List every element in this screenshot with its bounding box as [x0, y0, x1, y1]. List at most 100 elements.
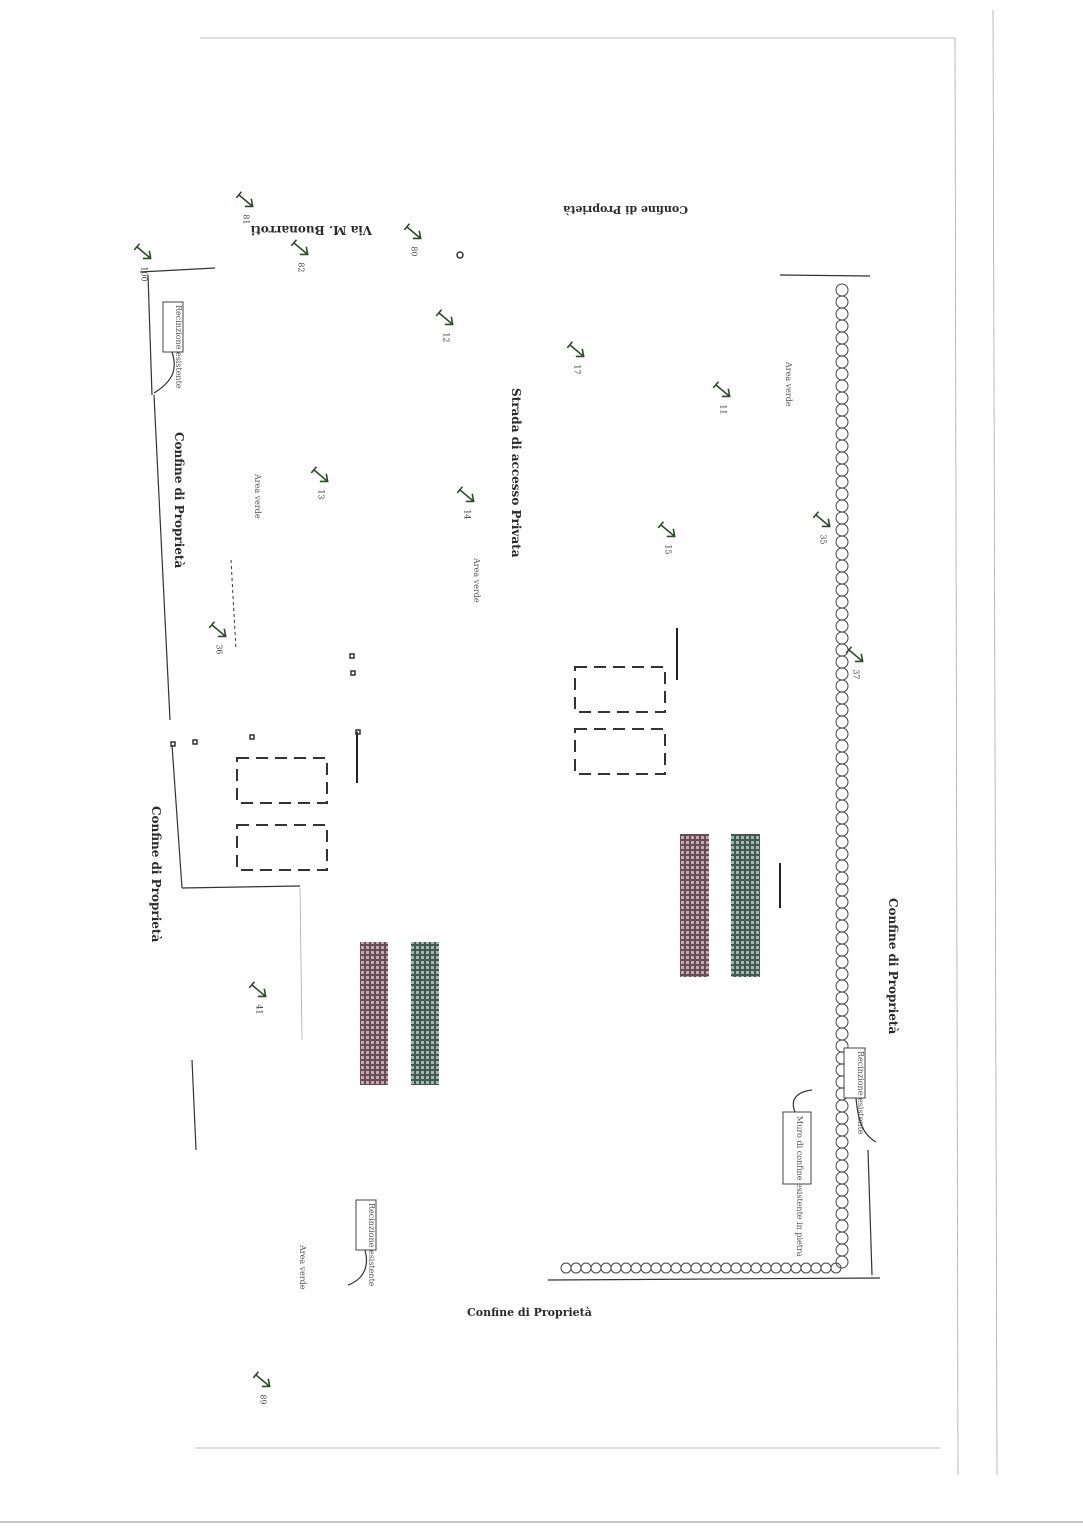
hedge-segment — [835, 859, 849, 873]
hedge-segment — [835, 1207, 849, 1221]
sheet-right-edge — [954, 37, 959, 1476]
parking-space — [574, 666, 666, 713]
tree-symbol: 11 — [712, 381, 731, 415]
hedge-segment — [670, 1262, 682, 1274]
hedge-segment — [835, 307, 849, 321]
tree-number: 35 — [818, 534, 827, 544]
hedge-segment — [835, 1135, 849, 1149]
hedge-segment — [570, 1262, 582, 1274]
hedge-segment — [620, 1262, 632, 1274]
hedge-segment — [790, 1262, 802, 1274]
hedge-segment — [835, 1255, 849, 1269]
recinzione-box: Recinzione esistente — [347, 1199, 377, 1287]
hedge-right — [835, 283, 849, 1269]
hedge-segment — [835, 355, 849, 369]
tree-number: 17 — [572, 364, 581, 374]
tree-symbols: 100 81 82 80 12 17 11 13 14 15 35 36 37 41 89 — [133, 191, 864, 1405]
hedge-segment — [835, 763, 849, 777]
recinzione-label: Recinzione esistente — [856, 1051, 865, 1135]
hedge-segment — [730, 1262, 742, 1274]
hedge-segment — [835, 643, 849, 657]
hedge-segment — [750, 1262, 762, 1274]
hedge-segment — [835, 847, 849, 861]
hedge-segment — [780, 1262, 792, 1274]
hedge-segment — [835, 319, 849, 333]
hedge-segment — [835, 379, 849, 393]
hedge-segment — [835, 943, 849, 957]
hedge-segment — [835, 691, 849, 705]
hedge-segment — [835, 799, 849, 813]
tree-symbol: 80 — [403, 223, 422, 257]
hedge-segment — [835, 1195, 849, 1209]
tree-number: 36 — [214, 644, 223, 654]
hedge-segment — [835, 1111, 849, 1125]
recinzione-box: Recinzione esistente — [153, 301, 184, 394]
hedge-segment — [610, 1262, 622, 1274]
hedge-segment — [835, 787, 849, 801]
tree-number: 37 — [851, 669, 860, 679]
hedge-segment — [835, 1231, 849, 1245]
tree-number: 41 — [254, 1004, 263, 1014]
hedge-segment — [835, 823, 849, 837]
hedge-segment — [835, 895, 849, 909]
solar-panels — [360, 834, 760, 1085]
tree-symbol: 17 — [566, 341, 585, 375]
hedge-segment — [835, 835, 849, 849]
tree-symbol: 100 — [133, 243, 152, 282]
tree-symbol: 37 — [845, 646, 864, 680]
hedge-segment — [650, 1262, 662, 1274]
hedge-segment — [835, 679, 849, 693]
tree-number: 14 — [462, 509, 471, 519]
hedge-segment — [835, 919, 849, 933]
hedge-segment — [820, 1262, 832, 1274]
tree-number: 11 — [718, 404, 727, 414]
hedge-segment — [835, 1015, 849, 1029]
tree-symbol: 14 — [456, 486, 475, 520]
hedge-segment — [740, 1262, 752, 1274]
hedge-segment — [835, 547, 849, 561]
hedge-segment — [835, 907, 849, 921]
tree-number: 15 — [663, 544, 672, 554]
hedge-segment — [835, 295, 849, 309]
hedge-segment — [600, 1262, 612, 1274]
tree-number: 89 — [258, 1394, 267, 1404]
hedge-segment — [835, 727, 849, 741]
hedge-segment — [835, 535, 849, 549]
hedge-segment — [835, 883, 849, 897]
tree-symbol: 35 — [812, 511, 831, 545]
tree-number: 82 — [296, 262, 305, 272]
hedge-segment — [835, 811, 849, 825]
hedge-segment — [835, 667, 849, 681]
hedge-segment — [835, 1123, 849, 1137]
road-label: Strada di accesso Privata — [509, 388, 523, 558]
hedge-segment — [835, 1099, 849, 1113]
recinzione-label: Recinzione esistente — [367, 1203, 376, 1287]
hedge-segment — [835, 1219, 849, 1233]
parking-spaces — [236, 666, 666, 871]
hedge-bottom — [560, 1262, 842, 1274]
hedge-segment — [835, 1147, 849, 1161]
muro-label: Muro di confine esistente in pietra — [795, 1116, 804, 1257]
muro-box: Muro di confine esistente in pietra — [782, 1089, 813, 1257]
confine-label-right: Confine di Proprietà — [886, 898, 900, 1034]
tree-symbol: 13 — [310, 466, 329, 500]
hedge-segment — [835, 511, 849, 525]
hedge-segment — [835, 955, 849, 969]
sheet-margin-line — [992, 9, 998, 1476]
hedge-segment — [835, 775, 849, 789]
hedge-segment — [835, 703, 849, 717]
hedge-segment — [800, 1262, 812, 1274]
hedge-segment — [835, 1159, 849, 1173]
tree-number: 12 — [441, 332, 450, 342]
hedge-segment — [660, 1262, 672, 1274]
hedge-segment — [835, 343, 849, 357]
tree-symbol: 41 — [248, 981, 267, 1015]
hedge-segment — [835, 523, 849, 537]
parking-space — [236, 824, 328, 871]
hedge-segment — [700, 1262, 712, 1274]
hedge-segment — [835, 1243, 849, 1257]
tree-symbol: 12 — [435, 309, 454, 343]
area-verde-label: Area verde — [253, 473, 262, 519]
tree-symbol: 81 — [235, 191, 254, 225]
